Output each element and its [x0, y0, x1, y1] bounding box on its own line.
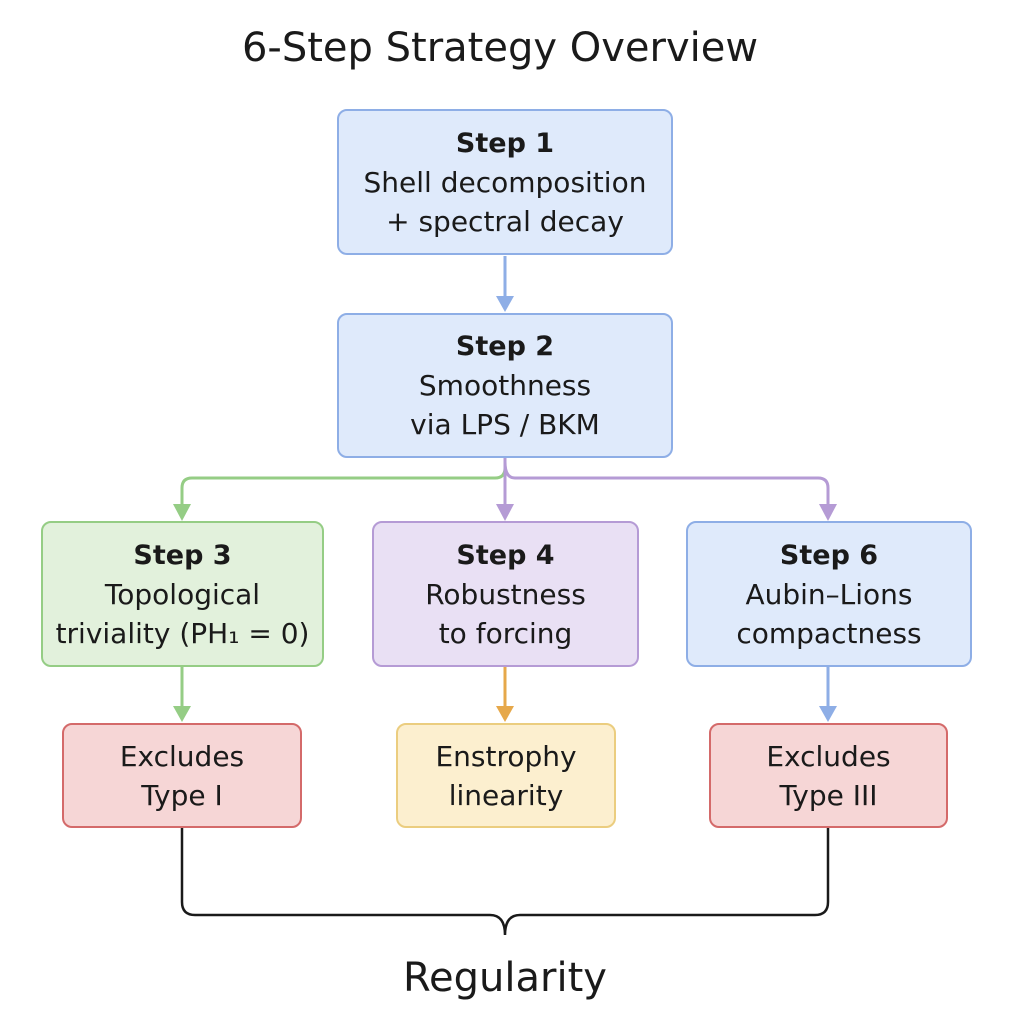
step1-line2: + spectral decay [386, 204, 624, 238]
step6-line2: compactness [736, 616, 922, 650]
step2-label: Step 2 [455, 331, 555, 362]
outcome-enstrophy-line1: Enstrophy [435, 739, 577, 773]
outcome-enstrophy-box: Enstrophy linearity [396, 723, 616, 828]
result-label: Regularity [403, 955, 607, 1001]
step1-label: Step 1 [455, 127, 555, 159]
arrowhead-step3 [173, 504, 191, 521]
outcome-type1-line2: Type I [141, 778, 223, 812]
arrowhead-enstrophy [496, 706, 514, 722]
arrow-step2-to-step6 [503, 461, 830, 508]
arrowhead-type1 [173, 706, 191, 722]
step3-line2: triviality (PH₁ = 0) [55, 616, 310, 650]
step4-label: Step 4 [456, 539, 555, 571]
outcome-type1-line1: Excludes [119, 739, 245, 773]
outcome-type1-box: Excludes Type I [62, 723, 302, 828]
step6-box: Step 6 Aubin–Lions compactness [686, 521, 972, 667]
step1-box: Step 1 Shell decomposition + spectral de… [337, 109, 673, 255]
step2-box: Step 2 Smoothness via LPS / BKM [337, 313, 673, 458]
outcome-type3-line1: Excludes [766, 739, 891, 773]
arrowhead-step4 [496, 504, 514, 521]
step2-line1: Smoothness [418, 369, 592, 402]
step6-line1: Aubin–Lions [745, 577, 913, 611]
outcome-enstrophy-line2: linearity [448, 778, 564, 812]
arrowhead-step6 [819, 504, 837, 521]
outcome-type3-box: Excludes Type III [709, 723, 948, 828]
step1-line1: Shell decomposition [363, 165, 647, 199]
step3-line1: Topological [104, 577, 261, 611]
regularity-bracket [180, 828, 830, 936]
step3-label: Step 3 [133, 539, 232, 571]
diagram-title: 6-Step Strategy Overview [241, 25, 759, 71]
arrow-step2-to-step3 [180, 458, 507, 508]
step4-line1: Robustness [425, 577, 586, 611]
step4-box: Step 4 Robustness to forcing [372, 521, 639, 667]
arrowhead-step2 [496, 296, 514, 312]
step3-box: Step 3 Topological triviality (PH₁ = 0) [41, 521, 324, 667]
outcome-type3-line2: Type III [779, 778, 878, 812]
step6-label: Step 6 [779, 539, 879, 571]
arrowhead-type3 [819, 706, 837, 722]
step4-line2: to forcing [438, 616, 573, 650]
step2-line2: via LPS / BKM [410, 408, 600, 441]
